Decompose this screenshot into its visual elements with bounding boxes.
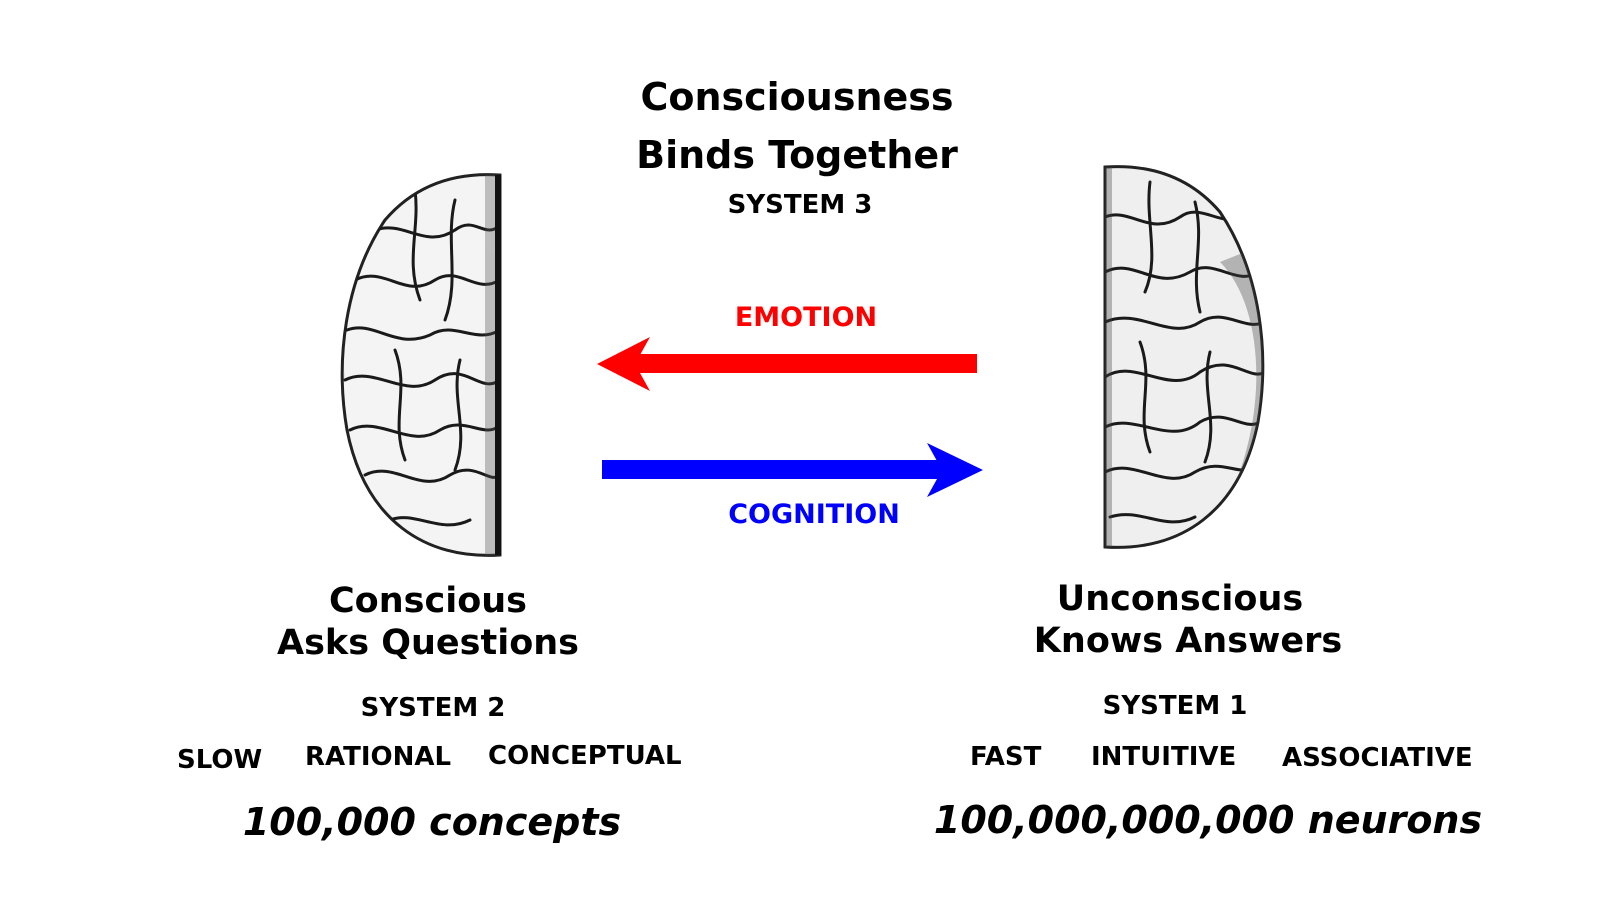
title-line-2: Binds Together — [636, 133, 958, 177]
attribute-fast: FAST — [970, 742, 1042, 772]
cognition-arrow-right — [602, 443, 983, 497]
conscious-title: Conscious — [328, 581, 528, 621]
left-brain-hemisphere-image — [340, 173, 502, 557]
system-1-label: SYSTEM 1 — [1102, 691, 1248, 721]
asks-questions-title: Asks Questions — [277, 623, 579, 663]
attribute-slow: SLOW — [177, 745, 263, 775]
attribute-rational: RATIONAL — [305, 742, 452, 772]
knows-answers-title: Knows Answers — [1033, 621, 1343, 661]
emotion-arrow-left — [597, 337, 977, 391]
right-brain-hemisphere-image — [1103, 165, 1265, 549]
system-2-label: SYSTEM 2 — [360, 693, 506, 723]
neurons-count: 100,000,000,000 neurons — [933, 798, 1483, 842]
attribute-intuitive: INTUITIVE — [1091, 742, 1237, 772]
emotion-label: EMOTION — [734, 302, 878, 333]
system-3-label: SYSTEM 3 — [727, 190, 873, 220]
attribute-associative: ASSOCIATIVE — [1282, 743, 1473, 773]
concepts-count: 100,000 concepts — [242, 800, 622, 844]
cognition-label: COGNITION — [728, 499, 900, 530]
attribute-conceptual: CONCEPTUAL — [488, 741, 682, 771]
unconscious-title: Unconscious — [1056, 579, 1304, 619]
title-line-1: Consciousness — [640, 75, 954, 119]
